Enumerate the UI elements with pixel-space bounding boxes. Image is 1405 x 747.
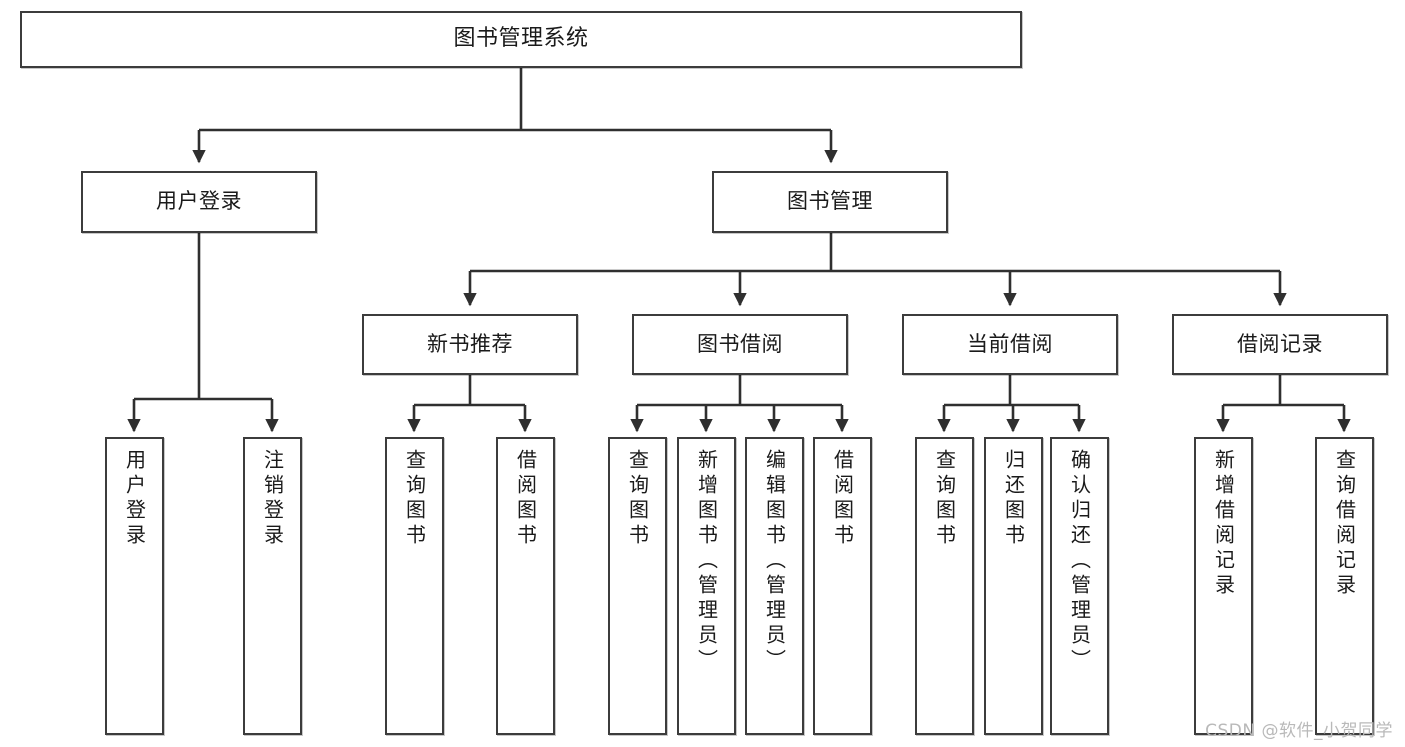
node-leaf-user-login[interactable]: 用户登录 [105,437,164,735]
node-label: 编辑图书（管理员） [762,449,787,674]
node-label: 确认归还（管理员） [1067,449,1092,674]
node-label: 当前借阅 [967,331,1053,356]
node-label: 查询图书 [402,449,427,549]
node-book-management-system[interactable]: 图书管理系统 [20,11,1022,68]
node-label: 查询图书 [932,449,957,549]
node-label: 查询图书 [625,449,650,549]
node-label: 归还图书 [1001,449,1026,549]
node-leaf-query-borrow-record[interactable]: 查询借阅记录 [1315,437,1374,735]
node-current-borrow[interactable]: 当前借阅 [902,314,1118,375]
node-label: 用户登录 [122,449,147,549]
node-label: 借阅图书 [830,449,855,549]
node-label: 查询借阅记录 [1332,449,1357,599]
node-leaf-query-book-3[interactable]: 查询图书 [915,437,974,735]
node-label: 注销登录 [260,449,285,549]
node-label: 借阅图书 [513,449,538,549]
node-leaf-edit-book[interactable]: 编辑图书（管理员） [745,437,804,735]
node-leaf-add-borrow-record[interactable]: 新增借阅记录 [1194,437,1253,735]
node-user-login[interactable]: 用户登录 [81,171,317,233]
node-leaf-borrow-book-1[interactable]: 借阅图书 [496,437,555,735]
node-label: 新书推荐 [427,331,513,356]
node-label: 图书管理 [787,189,873,214]
node-leaf-borrow-book-2[interactable]: 借阅图书 [813,437,872,735]
node-book-borrow[interactable]: 图书借阅 [632,314,848,375]
node-label: 图书管理系统 [453,26,589,52]
node-leaf-query-book-2[interactable]: 查询图书 [608,437,667,735]
node-leaf-return-book[interactable]: 归还图书 [984,437,1043,735]
node-leaf-confirm-return[interactable]: 确认归还（管理员） [1050,437,1109,735]
node-label: 新增图书（管理员） [694,449,719,674]
node-new-book-recommend[interactable]: 新书推荐 [362,314,578,375]
node-label: 新增借阅记录 [1211,449,1236,599]
node-label: 用户登录 [156,189,242,214]
node-borrow-record[interactable]: 借阅记录 [1172,314,1388,375]
node-book-manage[interactable]: 图书管理 [712,171,948,233]
node-label: 借阅记录 [1237,331,1323,356]
node-leaf-query-book-1[interactable]: 查询图书 [385,437,444,735]
node-label: 图书借阅 [697,331,783,356]
node-leaf-add-book[interactable]: 新增图书（管理员） [677,437,736,735]
node-leaf-logout-login[interactable]: 注销登录 [243,437,302,735]
